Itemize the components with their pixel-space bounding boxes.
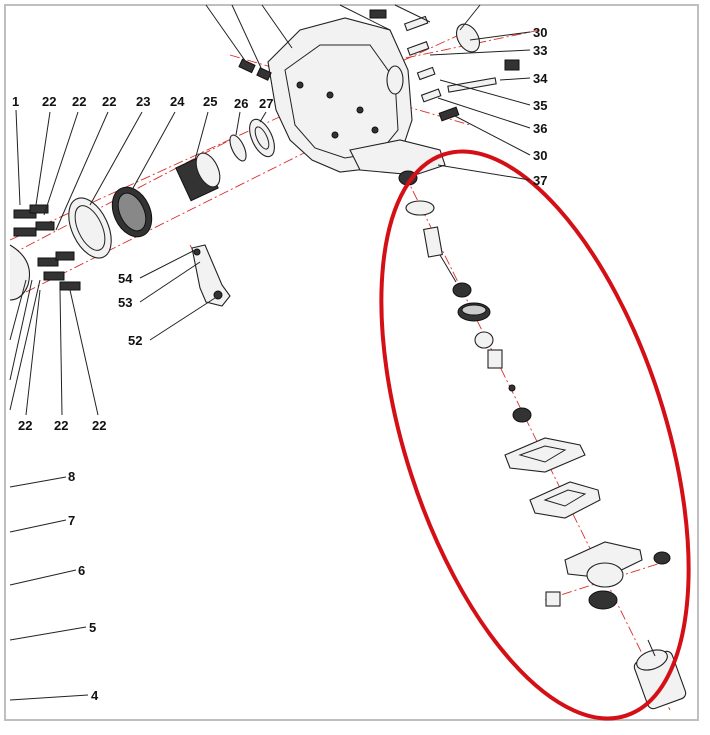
callout-8: 8 [68,469,75,484]
top-fasteners [238,9,520,122]
callout-25: 25 [203,94,217,109]
border [4,4,699,721]
callout-22-a: 22 [42,94,56,109]
callout-52: 52 [128,333,142,348]
callout-5: 5 [89,620,96,635]
callout-36: 36 [533,121,547,136]
callout-22-f: 22 [92,418,106,433]
callout-22-b: 22 [72,94,86,109]
callout-30-a: 30 [533,25,547,40]
callout-53: 53 [118,295,132,310]
leader-lines [9,4,531,701]
callout-24: 24 [170,94,185,109]
callout-27: 27 [259,96,273,111]
left-gear-train [9,118,275,301]
callout-6: 6 [78,563,85,578]
callout-labels: 1 22 22 22 23 24 25 26 27 30 33 34 35 36… [12,25,548,703]
gearbox-housing [267,17,446,176]
callout-23: 23 [136,94,150,109]
callout-26: 26 [234,96,248,111]
highlight-ellipse [379,149,691,721]
callout-35: 35 [533,98,547,113]
callout-22-d: 22 [18,418,32,433]
callout-4: 4 [91,688,99,703]
callout-34: 34 [533,71,548,86]
callout-37: 37 [533,173,547,188]
callout-33: 33 [533,43,547,58]
callout-30-b: 30 [533,148,547,163]
callout-54: 54 [118,271,133,286]
lever-assembly [191,244,231,307]
callout-22-e: 22 [54,418,68,433]
callout-1: 1 [12,94,19,109]
highlighted-stack-parts [398,170,687,710]
callout-7: 7 [68,513,75,528]
callout-22-c: 22 [102,94,116,109]
